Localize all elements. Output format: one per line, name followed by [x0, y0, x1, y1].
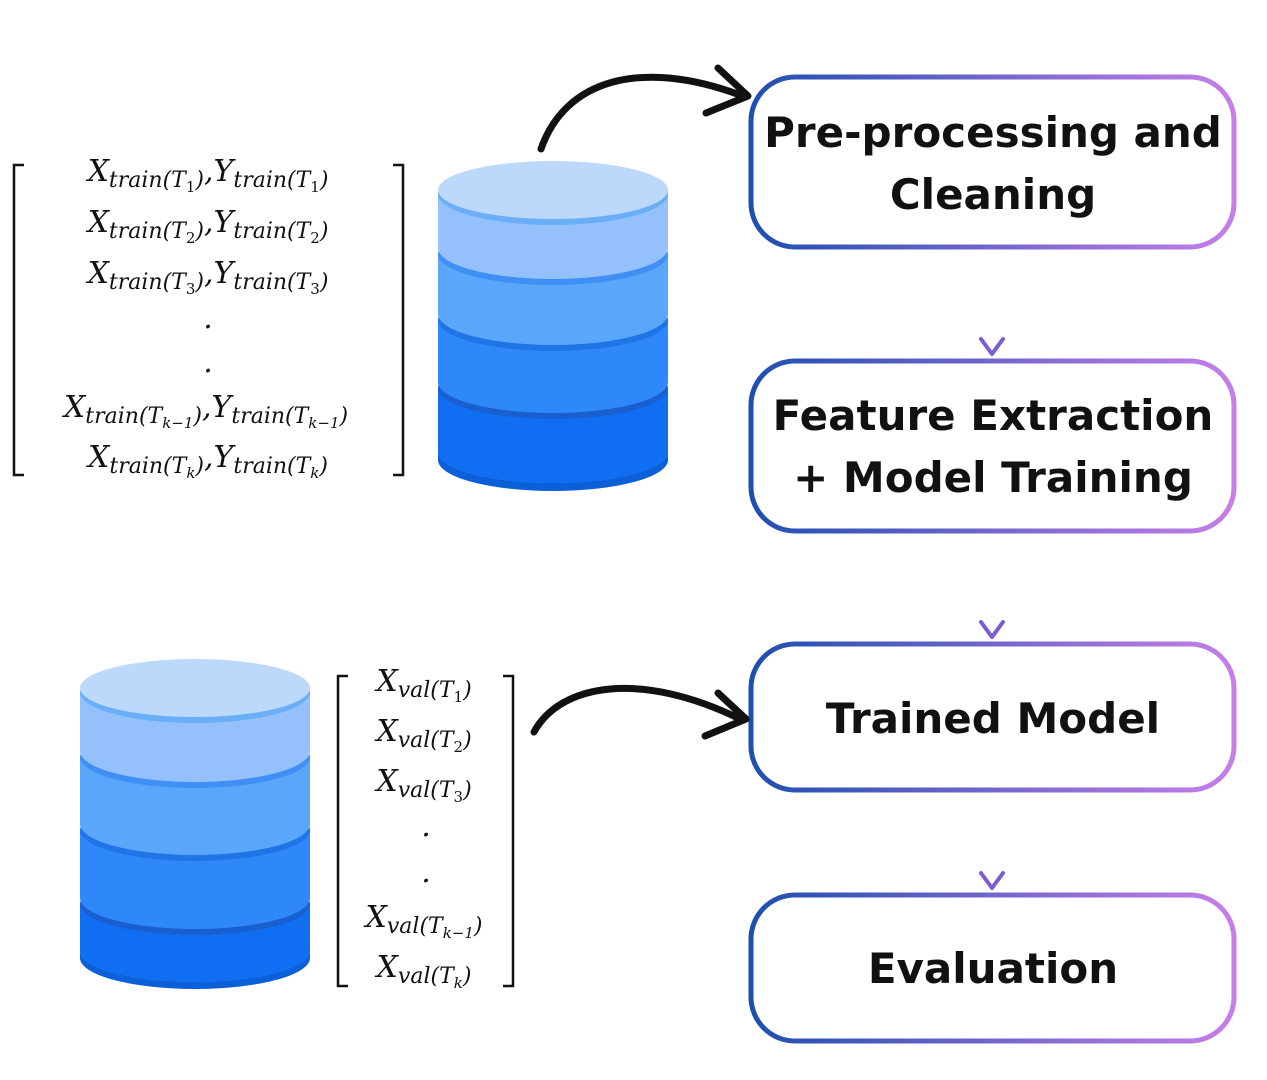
train-matrix-row: Xtrain(Tk),Ytrain(Tk)	[86, 440, 328, 482]
arrow-val-to-trained-model	[530, 684, 750, 740]
step-trained-model-label: Trained Model	[826, 694, 1160, 743]
connector-3-4	[979, 792, 1005, 890]
train-matrix-ellipsis: .	[203, 301, 213, 336]
val-matrix-row: Xval(T1)	[374, 664, 471, 706]
train-matrix-row: Xtrain(T1),Ytrain(T1)	[86, 154, 329, 196]
step-evaluation: Evaluation	[748, 892, 1237, 1044]
connector-1-2	[979, 249, 1005, 356]
val-database-icon	[80, 659, 310, 989]
step-trained-model: Trained Model	[748, 641, 1237, 793]
val-matrix: Xval(T1) Xval(T2) Xval(T3) . . Xval(Tk−1…	[364, 664, 483, 992]
train-database-icon	[438, 161, 668, 491]
step-feature-extraction-line2: + Model Training	[793, 453, 1193, 502]
train-matrix-row: Xtrain(T2),Ytrain(T2)	[86, 205, 329, 247]
val-matrix-ellipsis: .	[421, 809, 431, 844]
val-matrix-row: Xval(Tk−1)	[364, 900, 483, 942]
train-matrix: Xtrain(T1),Ytrain(T1) Xtrain(T2),Ytrain(…	[62, 154, 348, 482]
val-matrix-row: Xval(T2)	[374, 714, 471, 756]
train-matrix-ellipsis: .	[203, 345, 213, 380]
step-feature-extraction: Feature Extraction + Model Training	[748, 358, 1237, 534]
val-matrix-row: Xval(T3)	[374, 764, 471, 806]
train-matrix-row: Xtrain(Tk−1),Ytrain(Tk−1)	[62, 390, 348, 432]
step-preprocessing-line1: Pre-processing and	[764, 108, 1222, 157]
val-matrix-brackets	[336, 674, 515, 988]
val-matrix-ellipsis: .	[421, 855, 431, 890]
connector-2-3	[979, 533, 1005, 639]
step-preprocessing-line2: Cleaning	[890, 170, 1096, 219]
train-matrix-brackets	[12, 163, 405, 477]
step-evaluation-label: Evaluation	[868, 944, 1118, 993]
train-matrix-row: Xtrain(T3),Ytrain(T3)	[86, 256, 329, 298]
step-feature-extraction-line1: Feature Extraction	[773, 391, 1214, 440]
arrow-train-to-preprocessing	[537, 64, 752, 153]
val-matrix-row: Xval(Tk)	[375, 950, 472, 992]
step-preprocessing: Pre-processing and Cleaning	[748, 74, 1237, 250]
